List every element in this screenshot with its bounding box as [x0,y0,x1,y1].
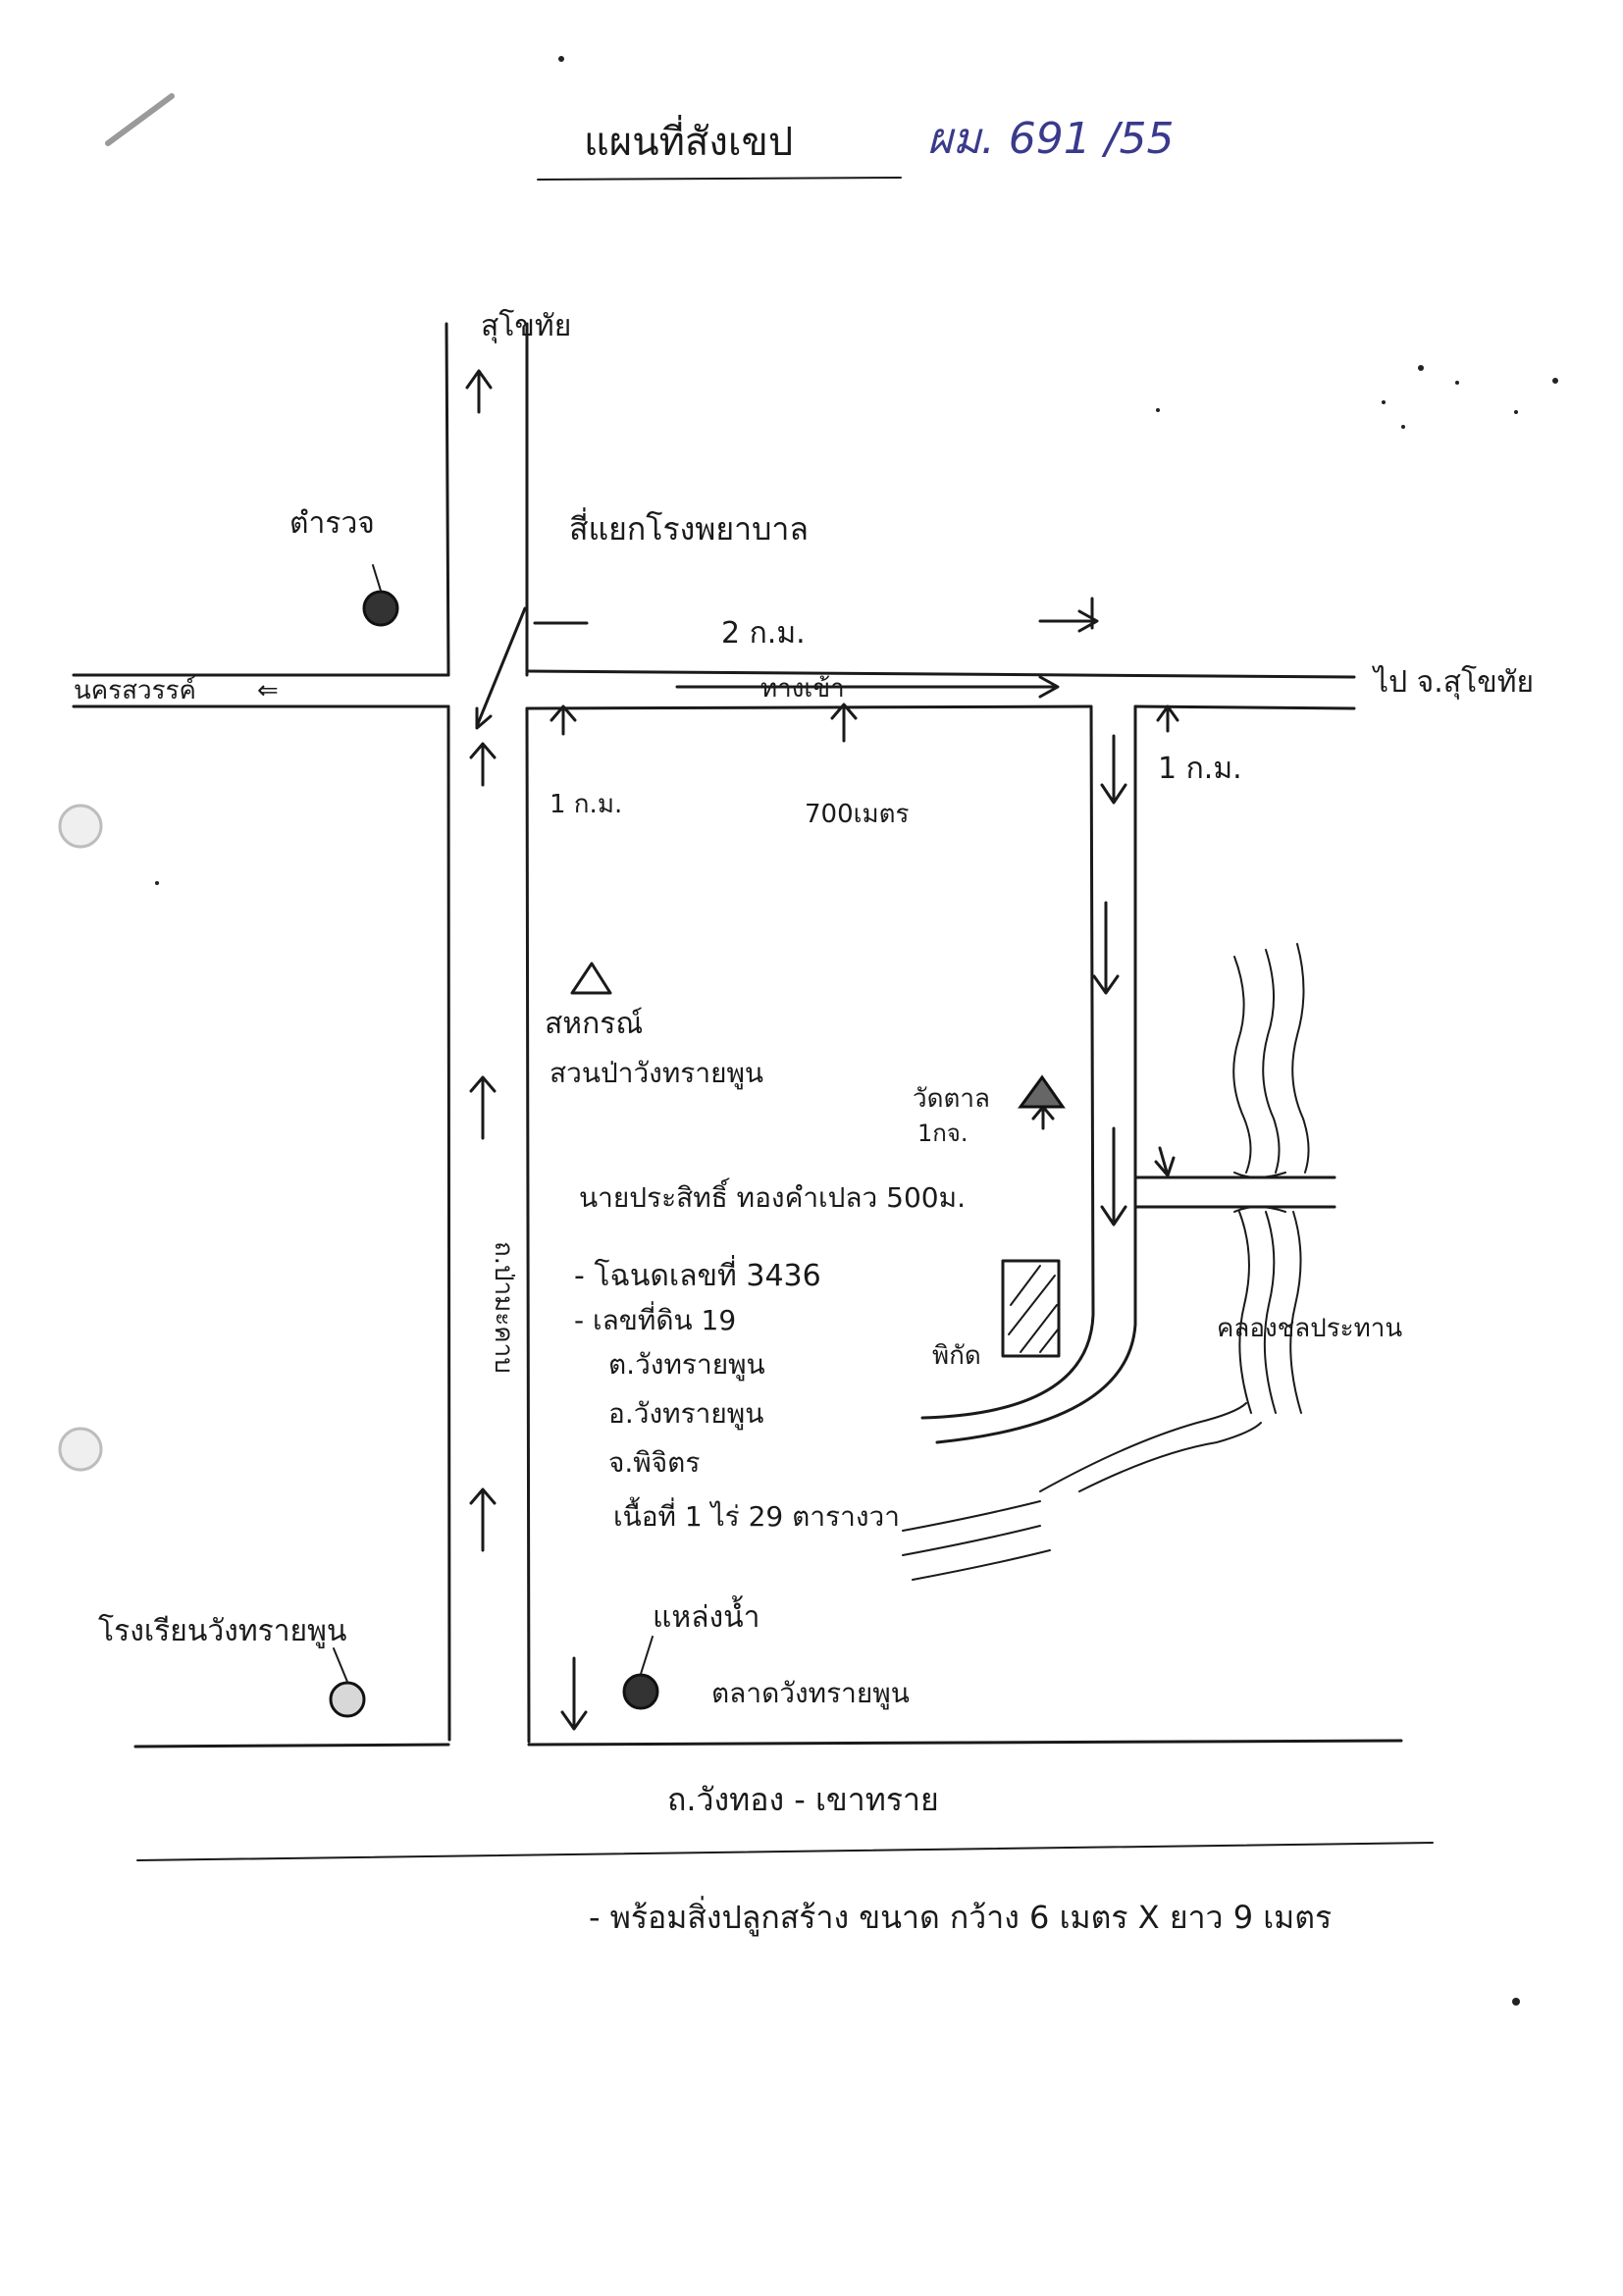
market-marker [622,1673,659,1710]
label-coop-line2: สวนป่าวังทรายพูน [550,1057,763,1090]
footer-rule [136,1842,1434,1861]
label-north-road: สุโขทัย [481,308,571,344]
label-police: ตำรวจ [289,506,375,541]
label-well: แหล่งน้ำ [653,1595,760,1635]
staple-mark [105,93,175,146]
school-marker [329,1681,366,1718]
label-subdistrict: ต.วังทรายพูน [608,1348,765,1382]
label-east-road: ไป จ.สุโขทัย [1372,664,1534,701]
label-school: โรงเรียนวังทรายพูน [98,1613,346,1648]
label-market: ตลาดวังทรายพูน [711,1677,910,1710]
map-title: แผนที่สังเขป [584,115,793,165]
label-temple-line2: 1กจ. [917,1120,969,1147]
land-parcel [1001,1259,1061,1358]
footnote: - พร้อมสิ่งปลูกสร้าง ขนาด กว้าง 6 เมตร X… [589,1896,1332,1937]
label-province: จ.พิจิตร [608,1446,700,1479]
temple-triangle [1018,1074,1066,1109]
label-distance-top: 2 ก.ม. [721,616,806,651]
reference-number: ผม. 691 /55 [927,114,1175,164]
label-south-road: ถ.วังทอง - เขาทราย [667,1781,939,1818]
label-west-arrow: ⇐ [257,676,279,705]
label-parcel-distance: นายประสิทธิ์ ทองคำเปลว 500ม. [579,1177,966,1214]
label-distance-right: 1 ก.ม. [1158,752,1242,786]
title-underline [537,177,902,181]
label-plot: พิกัด [932,1341,981,1371]
scan-specks [155,56,1558,2006]
label-area: เนื้อที่ 1 ไร่ 29 ตารางวา [613,1496,900,1533]
label-district: อ.วังทรายพูน [608,1397,763,1431]
binder-hole [58,1427,103,1472]
main-road-east-west [72,669,1356,710]
label-west-vertical-road: ถ.ป่ามะคาบ [489,1241,518,1374]
south-road [133,1739,1403,1748]
coop-triangle [570,962,612,995]
label-land-no: - เลขที่ดิน 19 [574,1301,736,1336]
label-junction: สี่แยกโรงพยาบาล [569,507,809,548]
main-road-north-south [445,322,531,1744]
binder-hole [58,804,103,849]
label-distance-mid: 700เมตร [805,800,910,829]
side-road-east [920,704,1336,1444]
label-temple: วัดตาล [913,1084,990,1114]
canal-waves [902,943,1310,1581]
police-marker [362,590,399,627]
label-deed-no: - โฉนดเลขที่ 3436 [574,1255,821,1293]
label-canal: คลองชลประทาน [1217,1314,1402,1343]
canal-bridge [1233,1172,1286,1213]
label-west-road: นครสวรรค์ [74,676,196,705]
label-village-road: ทางเข้า [760,674,845,704]
direction-arrows [465,369,1179,1731]
label-distance-left: 1 ก.ม. [550,790,622,819]
label-coop: สหกรณ์ [545,1007,643,1041]
